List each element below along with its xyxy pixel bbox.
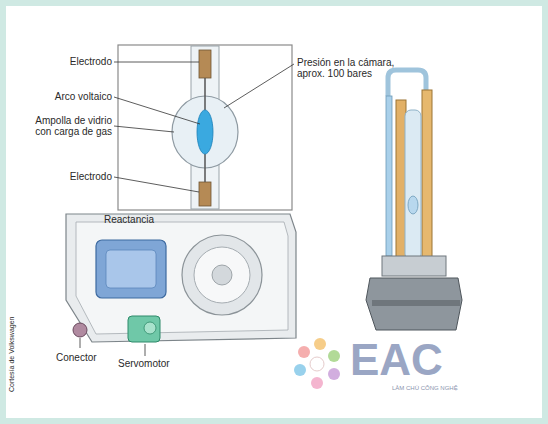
logo-symbol <box>294 338 340 389</box>
watermark: LÀM CHỦ CÔNG NGHỆ <box>392 384 502 392</box>
headlight-housing <box>66 214 296 342</box>
part-label: Ampolla de vidrio con carga de gas <box>22 115 112 137</box>
part-label: Conector <box>56 352 126 363</box>
part-label: Servomotor <box>118 358 198 369</box>
part-label: Electrodo <box>30 171 112 182</box>
servomotor-symbol <box>128 316 160 342</box>
connector-symbol <box>73 323 87 337</box>
part-label: Arco voltaico <box>20 91 112 102</box>
frame <box>3 3 545 421</box>
ballast-symbol <box>96 240 166 298</box>
watermark: EAC <box>350 336 480 384</box>
part-label: Reactancia <box>104 214 184 225</box>
inset-box <box>118 45 292 210</box>
credit-label: Cortesía de Volkswagen <box>8 282 16 392</box>
xenon-bulb <box>366 70 462 330</box>
part-label: Electrodo <box>30 56 112 67</box>
lamp-tube <box>172 46 238 209</box>
note-label: Presión en la cámara, aprox. 100 bares <box>297 57 419 79</box>
